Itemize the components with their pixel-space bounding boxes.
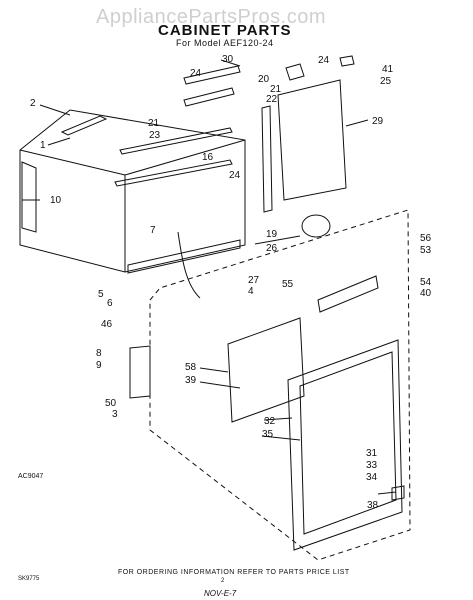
base-piece-38 <box>391 485 405 501</box>
drawing-code: AC9047 <box>18 473 44 480</box>
document-number: SK9775 <box>18 576 40 582</box>
callout-21: 21 <box>148 118 160 129</box>
callout-2: 2 <box>30 98 36 109</box>
callout-22: 22 <box>266 94 278 105</box>
front-panel <box>287 339 403 551</box>
callout-46: 46 <box>101 319 113 330</box>
callout-54: 54 <box>420 277 432 288</box>
leader-38 <box>377 491 397 495</box>
callout-32: 32 <box>264 416 276 427</box>
handwritten-note: NOV-E-7 <box>204 589 237 598</box>
callout-10: 10 <box>50 195 62 206</box>
diagram-title: CABINET PARTS <box>158 22 292 39</box>
base-rail <box>127 239 241 274</box>
callout-7: 7 <box>150 225 156 236</box>
callout-4: 4 <box>248 286 254 297</box>
callout-33: 33 <box>366 460 378 471</box>
leader-2 <box>39 104 71 116</box>
callout-24: 24 <box>190 68 202 79</box>
leader-29 <box>345 119 369 127</box>
bracket-8 <box>129 345 151 399</box>
leader-58 <box>199 367 229 373</box>
leader-35 <box>261 435 301 441</box>
power-cord <box>177 231 201 299</box>
ordering-note: FOR ORDERING INFORMATION REFER TO PARTS … <box>118 569 350 576</box>
callout-6: 6 <box>107 298 113 309</box>
callout-31: 31 <box>366 448 378 459</box>
top-rail <box>60 115 108 136</box>
callout-16: 16 <box>202 152 214 163</box>
callout-20: 20 <box>258 74 270 85</box>
callout-23: 23 <box>149 130 161 141</box>
watermark: AppliancePartsPros.com <box>96 6 326 28</box>
callout-40: 40 <box>420 288 432 299</box>
bracket-20 <box>285 63 305 81</box>
bracket-41 <box>339 55 355 67</box>
callout-30: 30 <box>222 54 234 65</box>
callout-21: 21 <box>270 84 282 95</box>
callout-3: 3 <box>112 409 118 420</box>
control-knob <box>301 214 331 238</box>
callout-27: 27 <box>248 275 260 286</box>
callout-29: 29 <box>372 116 384 127</box>
callout-41: 41 <box>382 64 394 75</box>
callout-39: 39 <box>185 375 197 386</box>
callout-58: 58 <box>185 362 197 373</box>
leader-30 <box>220 59 241 67</box>
callout-8: 8 <box>96 348 102 359</box>
callout-55: 55 <box>282 279 294 290</box>
callout-34: 34 <box>366 472 378 483</box>
callout-24: 24 <box>318 55 330 66</box>
rail-30b <box>183 87 235 107</box>
leader-39 <box>199 381 241 389</box>
callout-25: 25 <box>380 76 392 87</box>
callout-53: 53 <box>420 245 432 256</box>
model-subtitle: For Model AEF120-24 <box>176 38 274 48</box>
vertical-strip <box>261 105 273 213</box>
callout-9: 9 <box>96 360 102 371</box>
callout-24: 24 <box>229 170 241 181</box>
callout-26: 26 <box>266 243 278 254</box>
page-number: 2 <box>221 578 225 584</box>
filter <box>227 317 305 423</box>
leader-26 <box>254 235 301 245</box>
leader-32 <box>263 417 293 421</box>
leader-1 <box>47 137 71 146</box>
side-grille <box>21 161 37 233</box>
callout-50: 50 <box>105 398 117 409</box>
callout-38: 38 <box>367 500 379 511</box>
cabinet-outline <box>19 109 246 273</box>
louver-strip <box>317 275 379 313</box>
rail-30 <box>183 65 241 85</box>
callout-19: 19 <box>266 229 278 240</box>
callout-56: 56 <box>420 233 432 244</box>
callout-1: 1 <box>40 140 46 151</box>
front-assembly-outline <box>149 209 411 561</box>
front-grille <box>299 351 397 535</box>
side-panel <box>277 79 347 201</box>
rail-16 <box>119 127 233 155</box>
callout-35: 35 <box>262 429 274 440</box>
callout-5: 5 <box>98 289 104 300</box>
rail-16b <box>114 159 233 187</box>
